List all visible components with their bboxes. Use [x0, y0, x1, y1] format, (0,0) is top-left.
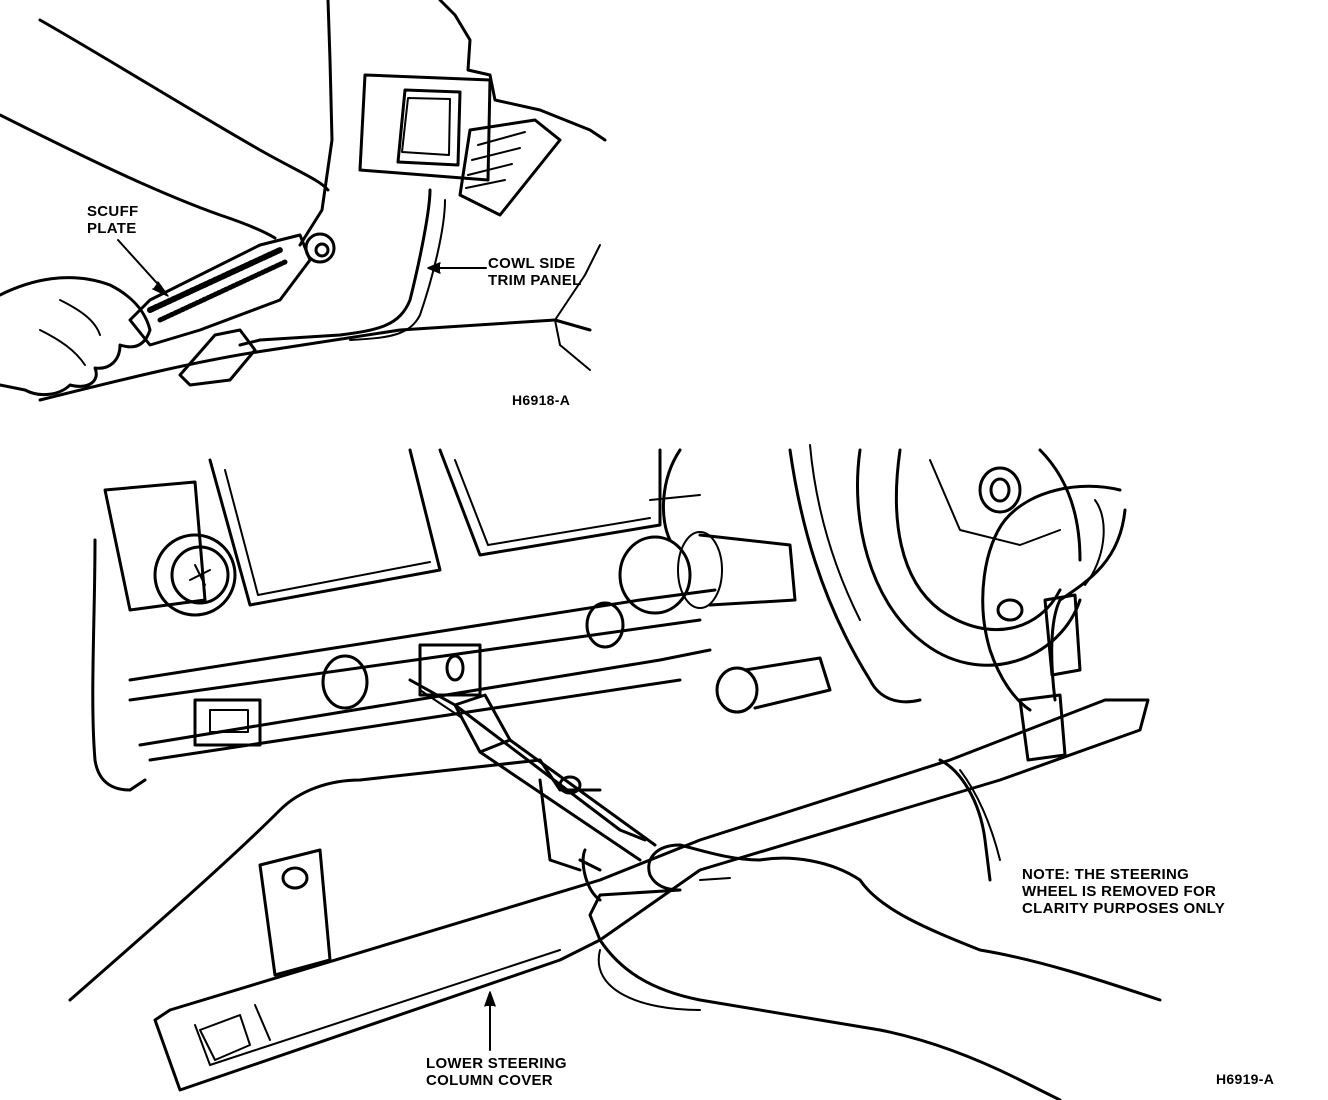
- cowl-vent-inner: [396, 88, 462, 167]
- cover-panel: [68, 758, 602, 1002]
- hand-bottom: [588, 843, 1162, 1100]
- column-shroud: [788, 448, 922, 704]
- arm-upper: [38, 18, 330, 192]
- scuff-plate-callout-line-1: SCUFF: [87, 203, 139, 220]
- arm-lower: [0, 113, 277, 240]
- cluster-opening-left: [208, 448, 442, 607]
- lock-cylinder: [978, 466, 1022, 514]
- column-hub: [856, 448, 1082, 667]
- switch-bezel: [103, 480, 207, 612]
- dash-edge: [438, 0, 607, 142]
- retainer-clip: [178, 328, 257, 387]
- steering-wheel-note-line-1: NOTE: THE STEERING: [1022, 866, 1190, 883]
- door-opening-edge: [298, 0, 334, 247]
- cowl-vent-slot: [401, 97, 451, 156]
- floor-line: [38, 318, 592, 402]
- scuff-plate-body: [128, 233, 312, 347]
- headlamp-switch: [153, 533, 237, 617]
- lower-steering-column-cover-callout-line-1: LOWER STEERING: [426, 1055, 567, 1072]
- cowl-side-trim-panel-callout: COWL SIDE TRIM PANEL: [488, 255, 582, 289]
- bottom-figure-id: H6919-A: [1216, 1071, 1275, 1087]
- wiring-harness: [981, 484, 1122, 712]
- cruise-knob: [715, 666, 759, 714]
- wiper-knob: [618, 535, 692, 615]
- cover-tab: [258, 848, 332, 977]
- pedal: [458, 118, 562, 217]
- screwdriver-shaft: [408, 678, 647, 842]
- top-figure-id: H6918-A: [512, 392, 571, 408]
- panel-rail-lower: [128, 618, 702, 702]
- scuff-plate-callout: SCUFF PLATE: [87, 203, 139, 237]
- connector-lower: [1018, 693, 1067, 762]
- screwdriver-ferrule: [453, 693, 512, 754]
- cowl-vent-box: [358, 73, 492, 182]
- panel-switch: [193, 698, 262, 747]
- steering-wheel-note: NOTE: THE STEERING WHEEL IS REMOVED FOR …: [1022, 866, 1225, 917]
- panel-rail-upper: [128, 588, 717, 682]
- lower-steering-column-cover-callout-line-2: COLUMN COVER: [426, 1072, 553, 1089]
- cowl-side-trim-panel-callout-line-1: COWL SIDE: [488, 255, 576, 272]
- panel-knob-box: [418, 643, 482, 697]
- lower-column-cover: [153, 698, 1150, 1092]
- cluster-opening-right: [438, 448, 662, 557]
- scuff-plate-callout-line-2: PLATE: [87, 220, 137, 237]
- cowl-trim-panel: [238, 188, 432, 347]
- panel-left-edge: [91, 538, 147, 792]
- connector: [1043, 593, 1082, 677]
- cowl-side-trim-panel-callout-line-2: TRIM PANEL: [488, 272, 582, 289]
- lower-steering-column-cover-callout: LOWER STEERING COLUMN COVER: [426, 1055, 567, 1089]
- panel-knob-left: [321, 654, 369, 710]
- steering-wheel-note-line-2: WHEEL IS REMOVED FOR: [1022, 883, 1217, 900]
- hand: [0, 276, 152, 397]
- steering-wheel-note-line-3: CLARITY PURPOSES ONLY: [1022, 900, 1226, 917]
